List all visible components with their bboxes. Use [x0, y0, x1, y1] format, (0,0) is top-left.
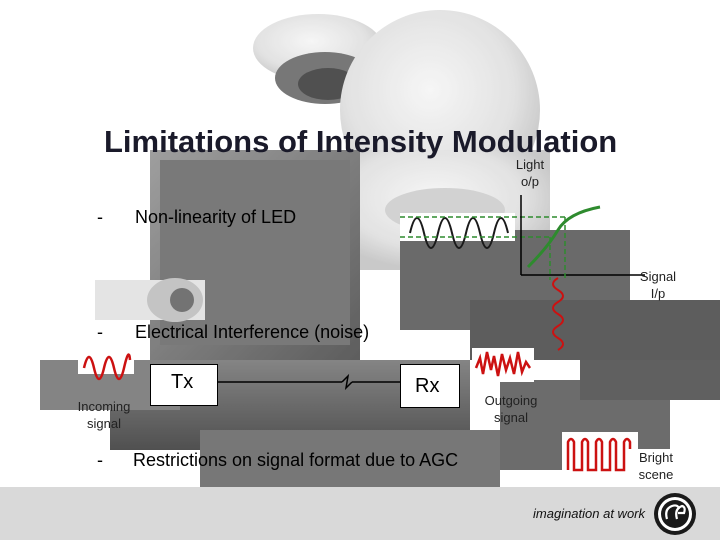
bright-scene-label: Bright scene	[628, 449, 684, 483]
slide-title: Limitations of Intensity Modulation	[104, 124, 618, 159]
footer-bar	[0, 487, 720, 540]
bright-scene-label-line-1: Bright	[639, 450, 673, 465]
led-transfer-graph	[400, 195, 645, 351]
outgoing-noisy-wave	[474, 351, 532, 377]
incoming-signal-label-line-1: Incoming	[77, 399, 131, 414]
light-output-label-line-1: Light	[515, 157, 545, 172]
signal-input-label-line-1: Signal	[639, 269, 677, 284]
bright-scene-label-line-2: scene	[638, 467, 674, 482]
incoming-wave	[82, 353, 132, 381]
incoming-signal-label-line-2: signal	[87, 416, 121, 431]
incoming-signal-label: Incoming signal	[66, 398, 142, 432]
bright-scene-waveform	[566, 437, 632, 472]
signal-input-label-line-2: I/p	[650, 286, 666, 301]
led-transfer-curve	[526, 205, 601, 269]
rx-box: Rx	[400, 364, 460, 408]
interference-link-diagram	[78, 346, 534, 391]
bullet-2-dash: -	[97, 322, 103, 342]
signal-input-label: Signal I/p	[628, 268, 688, 302]
bullet-1-dash: -	[97, 207, 103, 227]
tx-label: Tx	[171, 371, 194, 393]
tx-box: Tx	[150, 364, 218, 406]
outgoing-signal-label-line-2: signal	[494, 410, 528, 425]
footer-tagline: imagination at work	[533, 506, 645, 521]
outgoing-signal-label: Outgoing signal	[474, 392, 548, 426]
link-break-symbol	[341, 373, 353, 391]
rx-label: Rx	[415, 375, 440, 397]
bullet-3-dash: -	[97, 450, 103, 470]
light-output-label-line-2: o/p	[520, 174, 540, 189]
bullet-2-text: Electrical Interference (noise)	[135, 322, 370, 342]
outgoing-signal-label-line-1: Outgoing	[484, 393, 538, 408]
ge-logo	[654, 493, 696, 535]
signal-input-wave	[552, 277, 564, 351]
bright-scene-wave	[562, 432, 638, 478]
bullet-3-text: Restrictions on signal format due to AGC	[133, 450, 459, 470]
bullet-1-text: Non-linearity of LED	[135, 207, 297, 227]
light-output-label: Light o/p	[500, 156, 560, 190]
